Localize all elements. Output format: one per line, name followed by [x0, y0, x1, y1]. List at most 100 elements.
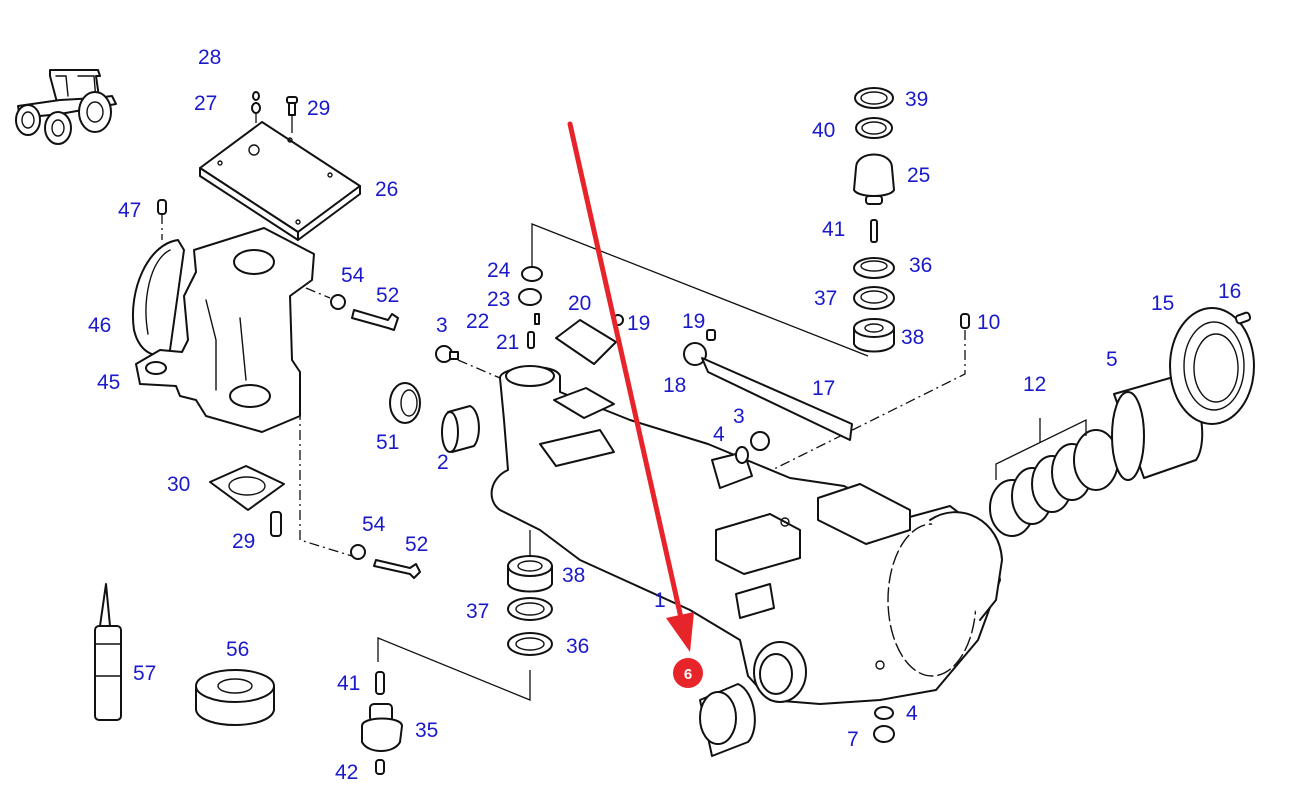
callout-23[interactable]: 23 — [487, 288, 510, 311]
callout-54[interactable]: 54 — [362, 513, 386, 536]
part-41-pin — [870, 219, 878, 243]
part-25-kingpin-cap — [853, 153, 895, 205]
callout-39[interactable]: 39 — [905, 88, 928, 111]
callout-19[interactable]: 19 — [627, 312, 650, 335]
part-27-o-ring — [251, 102, 261, 114]
callout-18[interactable]: 18 — [663, 374, 686, 397]
part-3-plug-left — [435, 345, 501, 379]
callout-4[interactable]: 4 — [906, 702, 918, 725]
callout-27[interactable]: 27 — [194, 92, 217, 115]
callout-42[interactable]: 42 — [335, 761, 358, 784]
part-35-kingpin-lower — [361, 703, 403, 752]
callout-57[interactable]: 57 — [133, 662, 156, 685]
part-21-screw — [527, 331, 535, 349]
callout-24[interactable]: 24 — [487, 259, 511, 282]
callout-36[interactable]: 36 — [566, 635, 589, 658]
part-16-screw — [1234, 311, 1252, 325]
part-26-cover-plate — [199, 121, 361, 241]
callout-7[interactable]: 7 — [847, 728, 859, 751]
callout-26[interactable]: 26 — [375, 178, 398, 201]
part-30-gasket — [209, 465, 285, 511]
callout-52[interactable]: 52 — [376, 284, 399, 307]
part-7-plug-bottom — [873, 725, 895, 743]
callout-47[interactable]: 47 — [118, 199, 141, 222]
callout-52[interactable]: 52 — [405, 533, 428, 556]
part-57-sealant-tube — [94, 583, 122, 721]
highlight-badge[interactable]: 6 — [673, 658, 703, 688]
part-54-nut-upper — [330, 294, 346, 310]
part-29-bolt-lower — [270, 511, 282, 537]
part-47-grease-nipple — [157, 199, 167, 240]
callout-56[interactable]: 56 — [226, 638, 249, 661]
callout-labels: 28 27 29 26 47 46 45 54 52 3 51 2 24 23 … — [88, 46, 1241, 784]
callout-3[interactable]: 3 — [436, 314, 448, 337]
part-54-nut-lower — [350, 544, 366, 560]
callout-17[interactable]: 17 — [812, 377, 835, 400]
callout-20[interactable]: 20 — [568, 292, 591, 315]
part-51-seal — [389, 382, 421, 424]
part-37-seal — [853, 286, 895, 310]
part-17-arm — [701, 357, 853, 441]
callout-29[interactable]: 29 — [232, 530, 255, 553]
part-28-grease-nipple — [252, 91, 260, 123]
part-29-bolt-top — [286, 96, 298, 133]
part-19-screw-right — [706, 329, 716, 341]
callout-37[interactable]: 37 — [466, 600, 489, 623]
callout-19[interactable]: 19 — [682, 310, 705, 333]
callout-46[interactable]: 46 — [88, 314, 111, 337]
part-1-axle-housing — [490, 365, 1003, 705]
callout-22[interactable]: 22 — [466, 310, 489, 333]
part-4-washer-middle — [735, 446, 749, 464]
part-39-ring — [854, 87, 894, 109]
callout-41[interactable]: 41 — [822, 218, 845, 241]
part-4-washer-bottom — [874, 706, 894, 720]
part-24-bearing-cap — [521, 266, 543, 282]
callout-45[interactable]: 45 — [97, 371, 120, 394]
callout-5[interactable]: 5 — [1106, 348, 1118, 371]
part-22-pin — [534, 313, 540, 325]
part-2-bushing — [441, 405, 480, 453]
callout-38[interactable]: 38 — [562, 564, 585, 587]
part-3-plug-middle — [750, 431, 770, 451]
callout-1[interactable]: 1 — [654, 589, 666, 612]
part-38-bearing-upper — [853, 318, 895, 353]
callout-25[interactable]: 25 — [907, 164, 930, 187]
callout-10[interactable]: 10 — [977, 311, 1000, 334]
part-42-screw — [375, 759, 385, 775]
callout-28[interactable]: 28 — [198, 46, 221, 69]
callout-54[interactable]: 54 — [341, 264, 365, 287]
callout-30[interactable]: 30 — [167, 473, 190, 496]
part-37-seal-lower — [507, 597, 553, 621]
part-56-installer — [195, 669, 275, 726]
highlight-arrow — [567, 121, 694, 652]
tractor-icon — [15, 69, 117, 145]
callout-41[interactable]: 41 — [337, 672, 360, 695]
part-20-cover — [555, 319, 617, 365]
highlight-badge-text: 6 — [684, 666, 692, 683]
callout-4[interactable]: 4 — [713, 423, 725, 446]
callout-16[interactable]: 16 — [1218, 280, 1241, 303]
callout-37[interactable]: 37 — [814, 287, 837, 310]
part-15-cover — [1169, 307, 1255, 425]
centerline-17 — [759, 330, 966, 477]
callout-29[interactable]: 29 — [307, 97, 330, 120]
leader-bottom-36 — [377, 637, 531, 701]
part-40-ring — [855, 117, 893, 139]
callout-21[interactable]: 21 — [496, 331, 519, 354]
part-36-bearing-lower — [507, 632, 553, 656]
leader-24-to-38 — [531, 223, 869, 357]
part-46-seal-flange — [131, 239, 185, 356]
part-36-bearing — [853, 257, 895, 279]
part-18-arm-eye — [683, 342, 707, 366]
callout-15[interactable]: 15 — [1151, 292, 1174, 315]
callout-36[interactable]: 36 — [909, 254, 932, 277]
callout-3[interactable]: 3 — [733, 405, 745, 428]
callout-35[interactable]: 35 — [415, 719, 438, 742]
callout-40[interactable]: 40 — [812, 119, 835, 142]
part-52-bolt-lower — [373, 559, 421, 579]
callout-51[interactable]: 51 — [376, 431, 399, 454]
callout-2[interactable]: 2 — [437, 451, 449, 474]
callout-12[interactable]: 12 — [1023, 373, 1046, 396]
callout-38[interactable]: 38 — [901, 326, 924, 349]
